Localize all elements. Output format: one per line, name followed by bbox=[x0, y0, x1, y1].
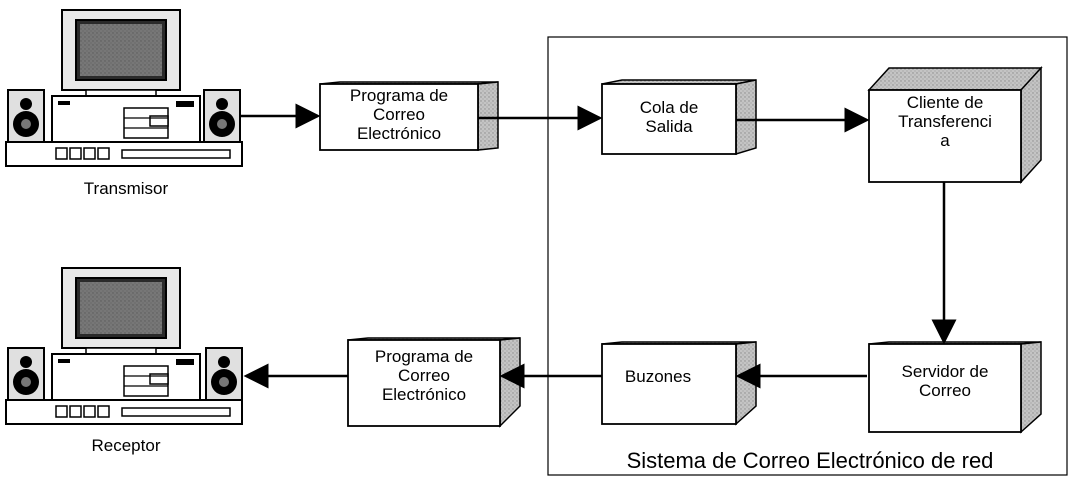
programa-recepcion-line-1: Programa de bbox=[374, 346, 474, 366]
servidor-correo-label: Servidor de Correo bbox=[869, 350, 1021, 412]
box-cola-salida bbox=[601, 79, 757, 156]
buzones-label: Buzones bbox=[602, 344, 714, 408]
programa-envio-line-3: Electrónico bbox=[356, 123, 442, 143]
cola-line-2: Salida bbox=[645, 117, 693, 136]
box-cliente-transferencia bbox=[867, 66, 1043, 184]
programa-envio-label: Programa de Correo Electrónico bbox=[320, 78, 478, 150]
receptor-computer-icon bbox=[5, 267, 243, 425]
servidor-line-1: Servidor de bbox=[901, 362, 989, 381]
servidor-line-2: Correo bbox=[919, 381, 971, 400]
buzones-line-1: Buzones bbox=[624, 366, 692, 386]
programa-envio-line-2: Correo bbox=[373, 104, 425, 124]
transmisor-label: Transmisor bbox=[83, 179, 169, 198]
programa-envio-line-1: Programa de bbox=[349, 85, 449, 105]
cola-line-1: Cola de bbox=[639, 98, 699, 117]
cliente-line-1: Cliente de bbox=[906, 92, 984, 112]
system-boundary bbox=[547, 36, 1068, 476]
cliente-transferencia-label: Cliente de Transferenci a bbox=[869, 88, 1021, 154]
programa-recepcion-line-3: Electrónico bbox=[381, 384, 467, 404]
box-programa-envio bbox=[319, 81, 499, 151]
programa-recepcion-line-2: Correo bbox=[398, 365, 450, 385]
receptor-label: Receptor bbox=[91, 436, 161, 455]
cliente-line-3: a bbox=[940, 130, 950, 150]
programa-recepcion-label: Programa de Correo Electrónico bbox=[348, 340, 500, 410]
transmisor-computer-icon bbox=[5, 9, 243, 167]
system-label: Sistema de Correo Electrónico de red bbox=[626, 448, 994, 473]
cola-salida-label: Cola de Salida bbox=[602, 84, 736, 150]
box-programa-recepcion bbox=[347, 337, 521, 428]
cliente-line-2: Transferenci bbox=[898, 111, 992, 131]
box-servidor-correo bbox=[868, 341, 1042, 434]
